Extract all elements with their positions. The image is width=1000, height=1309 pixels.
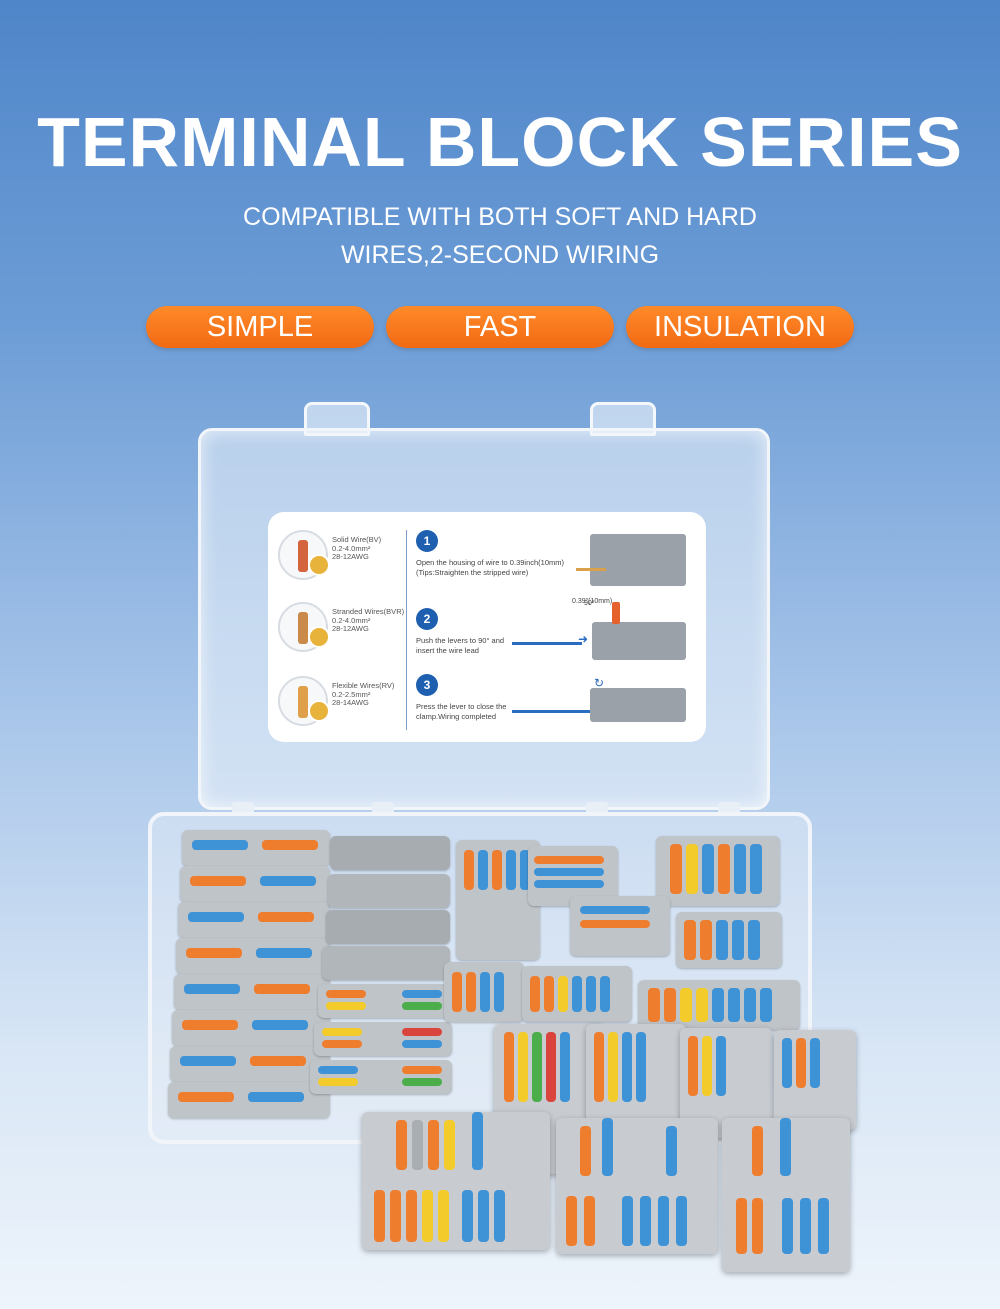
step-text: Open the housing of wire to 0.39inch(10m… <box>416 558 564 567</box>
arrow-curve-icon: ↻ <box>594 676 605 690</box>
page-title: TERMINAL BLOCK SERIES <box>37 103 963 181</box>
step-number: 2 <box>416 608 438 630</box>
wire-type-name: Flexible Wires(RV) <box>332 681 395 690</box>
step-1: 1 Open the housing of wire to 0.39inch(1… <box>416 530 696 605</box>
wire-type-stranded: Stranded Wires(BVR) 0.2-4.0mm² 28-12AWG <box>278 602 404 658</box>
wire-type-range: 0.2-4.0mm² <box>332 615 371 625</box>
feature-pill-fast: FAST <box>386 306 614 348</box>
feature-pill-insulation: INSULATION <box>626 306 854 348</box>
step-text: Press the lever to close the <box>416 702 507 711</box>
step-2: 2 Push the levers to 90° and insert the … <box>416 600 696 668</box>
solid-wire-icon <box>278 530 330 580</box>
step-tip: (Tips:Straighten the stripped wire) <box>416 568 529 577</box>
connector-illustration <box>590 688 686 722</box>
subtitle: COMPATIBLE WITH BOTH SOFT AND HARD WIRES… <box>0 198 1000 274</box>
wire-type-awg: 28-14AWG <box>332 698 369 707</box>
feature-pill-simple: SIMPLE <box>146 306 374 348</box>
step-number: 3 <box>416 674 438 696</box>
instruction-card: Solid Wire(BV) 0.2-4.0mm² 28-12AWG Stran… <box>268 512 706 742</box>
wire-type-flexible: Flexible Wires(RV) 0.2-2.5mm² 28-14AWG <box>278 676 398 732</box>
arrow-right-icon: ➜ <box>578 632 589 646</box>
wire-type-name: Solid Wire(BV) <box>332 535 382 544</box>
wire-type-solid: Solid Wire(BV) 0.2-4.0mm² 28-12AWG <box>278 530 398 586</box>
flexible-wire-icon <box>278 676 330 726</box>
wire-type-name: Stranded Wires(BVR) <box>332 607 405 616</box>
wire-illustration <box>576 568 606 571</box>
subtitle-line-2: WIRES,2-SECOND WIRING <box>340 241 660 269</box>
step-text-2: insert the wire lead <box>416 646 479 655</box>
step-text-2: clamp.Wiring completed <box>416 712 497 721</box>
wire-type-range: 0.2-4.0mm² <box>332 543 371 553</box>
wire-type-awg: 28-12AWG <box>332 552 369 561</box>
connector-illustration <box>590 534 686 586</box>
connector-illustration <box>592 622 686 660</box>
wire-illustration <box>512 642 582 645</box>
step-3: 3 Press the lever to close the clamp.Wir… <box>416 674 696 734</box>
wire-illustration <box>512 710 592 713</box>
step-number: 1 <box>416 530 438 552</box>
lever-illustration <box>612 602 620 624</box>
step-text: Push the levers to 90° and <box>416 636 505 645</box>
wire-type-range: 0.2-2.5mm² <box>332 689 371 699</box>
divider <box>406 530 407 730</box>
subtitle-line-1: COMPATIBLE WITH BOTH SOFT AND HARD <box>243 203 757 231</box>
wire-type-awg: 28-12AWG <box>332 624 369 633</box>
angle-label: 90° <box>584 600 595 607</box>
measure-label: 0.39"(10mm) <box>572 598 613 605</box>
stranded-wire-icon <box>278 602 330 652</box>
feature-pills: SIMPLE FAST INSULATION <box>0 306 1000 348</box>
